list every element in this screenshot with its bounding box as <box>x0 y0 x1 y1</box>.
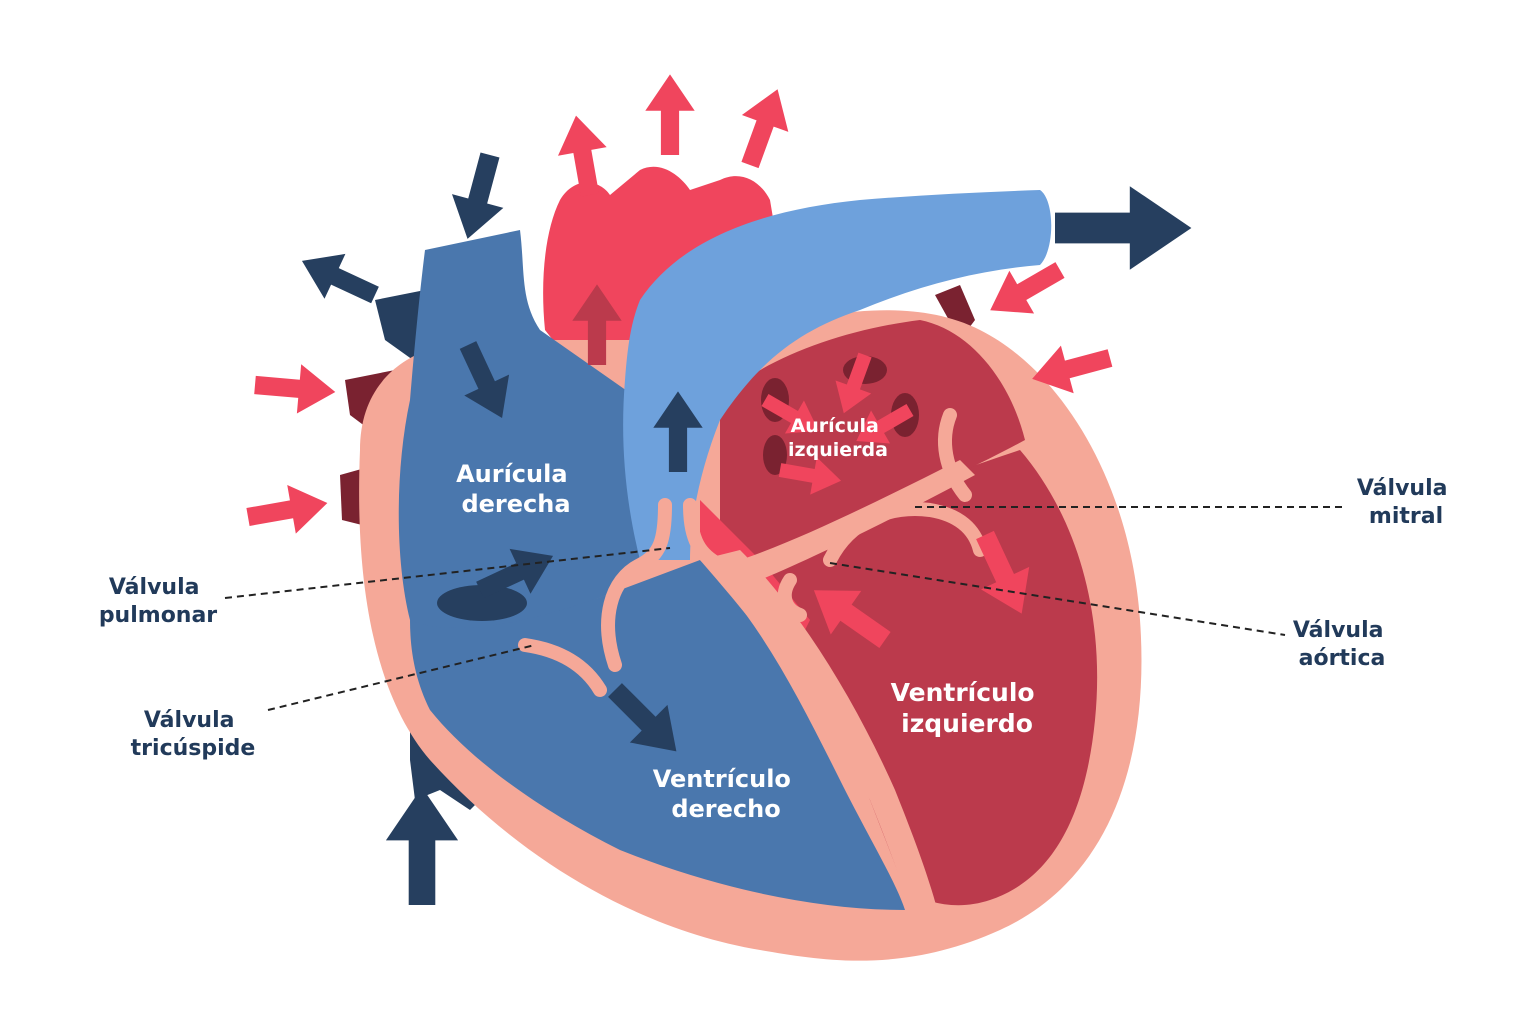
arrow-la-3 <box>856 403 914 444</box>
label-left-ventricle: Ventrículo izquierdo <box>891 678 1044 738</box>
valve-leaflets <box>518 408 987 697</box>
arrow-la-4 <box>778 457 842 495</box>
arrow-la-2 <box>761 393 819 434</box>
blood-flow-arrows <box>246 74 1192 905</box>
arrow-la-1 <box>835 352 872 414</box>
label-right-atrium: Aurícula derecha <box>456 460 576 518</box>
arrow-aorta-3 <box>741 89 789 169</box>
arrow-lv-down <box>976 530 1030 614</box>
arrow-pv-in-2 <box>246 485 328 534</box>
pulmonary-artery <box>623 190 1052 560</box>
leader-lines <box>224 506 1345 711</box>
arrow-coronary <box>476 548 554 599</box>
right-atrium-chamber <box>398 230 650 635</box>
label-tricuspid-valve: Válvula tricúspide <box>131 708 256 761</box>
arrow-pa-up <box>653 391 703 472</box>
label-left-atrium: Aurícula izquierda <box>788 415 888 461</box>
arrow-svc-in <box>451 152 504 239</box>
label-pulmonary-valve: Válvula pulmonar <box>99 575 217 628</box>
label-aortic-valve: Válvula aórtica <box>1293 618 1391 671</box>
arrow-pv-in-4 <box>1032 345 1113 394</box>
arrow-ivc-in <box>385 787 459 905</box>
coronary-sinus-opening <box>437 585 527 621</box>
arrow-aorta-2 <box>645 74 695 155</box>
arrow-ra-down <box>459 341 510 419</box>
arrow-lv-to-aorta <box>813 590 891 649</box>
arrow-pv-in-1 <box>254 364 336 414</box>
arrow-vein-out <box>301 253 379 304</box>
arrow-rv-down <box>608 683 677 752</box>
arrow-pv-in-3 <box>990 262 1065 314</box>
label-mitral-valve: Válvula mitral <box>1357 476 1455 529</box>
label-right-ventricle: Ventrículo derecho <box>653 765 800 823</box>
arrow-pulmonary-out <box>1055 186 1192 270</box>
arrow-aorta-inner <box>572 284 622 365</box>
arrow-aorta-1 <box>558 115 607 197</box>
